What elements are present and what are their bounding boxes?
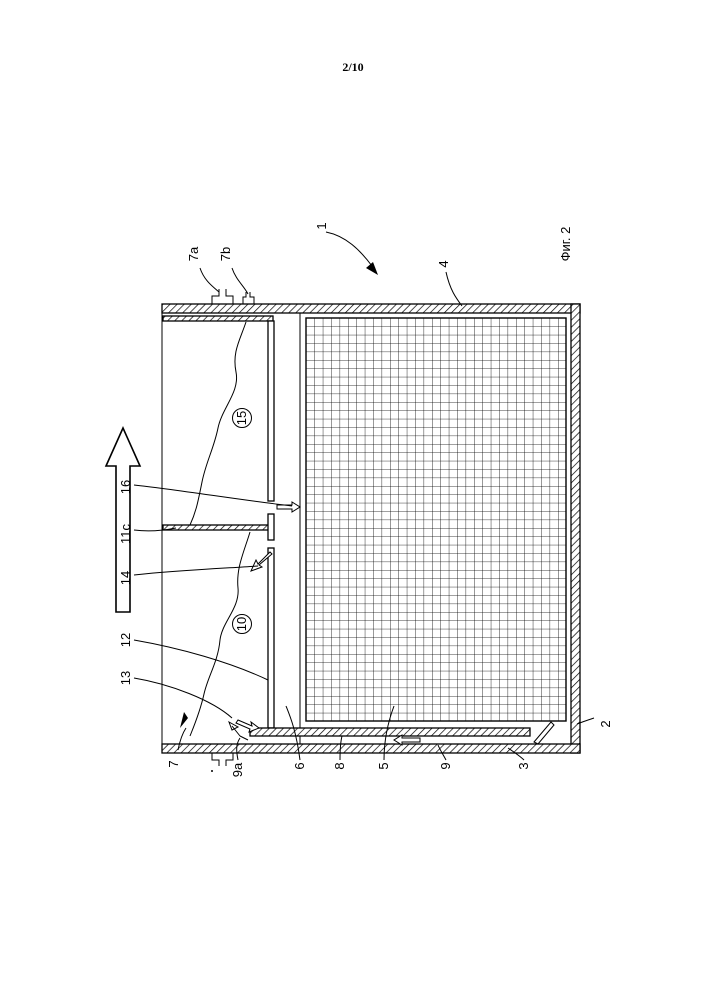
connector-7a [212,289,233,304]
filter-grid-5 [306,318,566,721]
divider-11c [163,525,269,530]
top-wall [162,304,580,313]
partition-15 [268,321,274,501]
label-9: 9 [438,762,453,769]
right-wall [571,304,580,753]
label-7: 7 [166,760,181,767]
label-3: 3 [516,762,531,769]
label-1: 1 [314,222,329,229]
label-2: 2 [598,720,613,727]
label-5: 5 [376,762,391,769]
label-9a: 9a [230,762,245,777]
label-10: 10 [234,617,249,631]
label-13: 13 [118,671,133,685]
label-12: 12 [118,633,133,647]
label-15: 15 [234,411,249,425]
partition-12 [268,548,274,728]
label-7a: 7a [186,246,201,261]
label-7b: 7b [218,247,233,261]
pointer-1 [326,232,372,266]
connector-7b [243,292,254,304]
deflector-plate [534,722,554,744]
arrow-16 [277,502,300,512]
chamber-15-top-plate [163,316,273,321]
label-6: 6 [292,762,307,769]
label-14: 14 [118,571,133,585]
bottom-wall [162,744,580,753]
label-4: 4 [436,260,451,267]
label-11c: 11c [118,524,133,544]
divider-11c-cap [268,514,274,540]
figure-caption: Фиг. 2 [558,227,573,262]
channel-plate-8 [250,728,530,736]
label-8: 8 [332,762,347,769]
label-16: 16 [118,480,133,494]
